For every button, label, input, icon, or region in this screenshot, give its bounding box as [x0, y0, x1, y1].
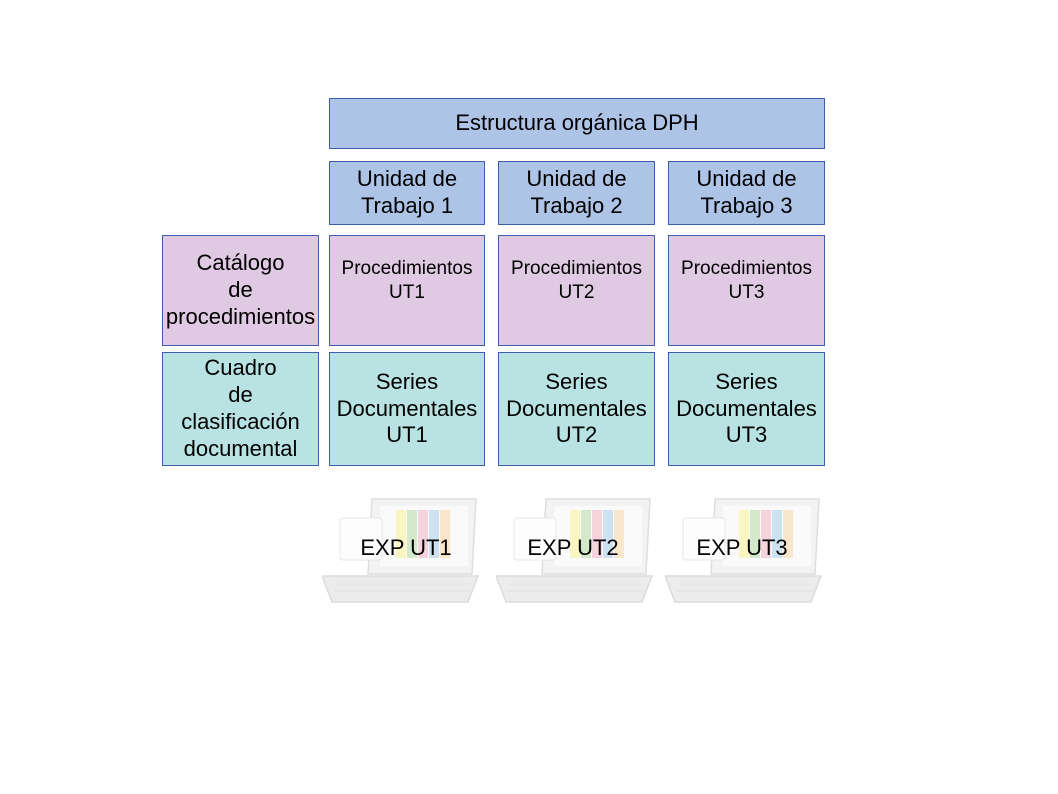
work-unit-2: Unidad de Trabajo 2 — [498, 161, 655, 225]
laptop-folders-icon — [322, 498, 480, 603]
exp-ut2: EXP UT2 — [496, 496, 656, 606]
document-series-ut3: Series Documentales UT3 — [668, 352, 825, 466]
classification-chart-label: Cuadro de clasificación documental — [162, 352, 319, 466]
work-unit-3: Unidad de Trabajo 3 — [668, 161, 825, 225]
laptop-folders-icon — [665, 498, 823, 603]
document-series-ut1: Series Documentales UT1 — [329, 352, 485, 466]
exp-ut3: EXP UT3 — [665, 496, 825, 606]
exp-ut3-label: EXP UT3 — [696, 535, 788, 560]
exp-ut1-label: EXP UT1 — [360, 535, 452, 560]
procedures-ut1: Procedimientos UT1 — [329, 235, 485, 346]
org-structure-header: Estructura orgánica DPH — [329, 98, 825, 149]
document-series-ut2: Series Documentales UT2 — [498, 352, 655, 466]
exp-ut1: EXP UT1 — [322, 496, 482, 606]
work-unit-1: Unidad de Trabajo 1 — [329, 161, 485, 225]
laptop-folders-icon — [496, 498, 654, 603]
procedures-ut3: Procedimientos UT3 — [668, 235, 825, 346]
procedures-ut2: Procedimientos UT2 — [498, 235, 655, 346]
procedure-catalog-label: Catálogo de procedimientos — [162, 235, 319, 346]
exp-ut2-label: EXP UT2 — [527, 535, 619, 560]
